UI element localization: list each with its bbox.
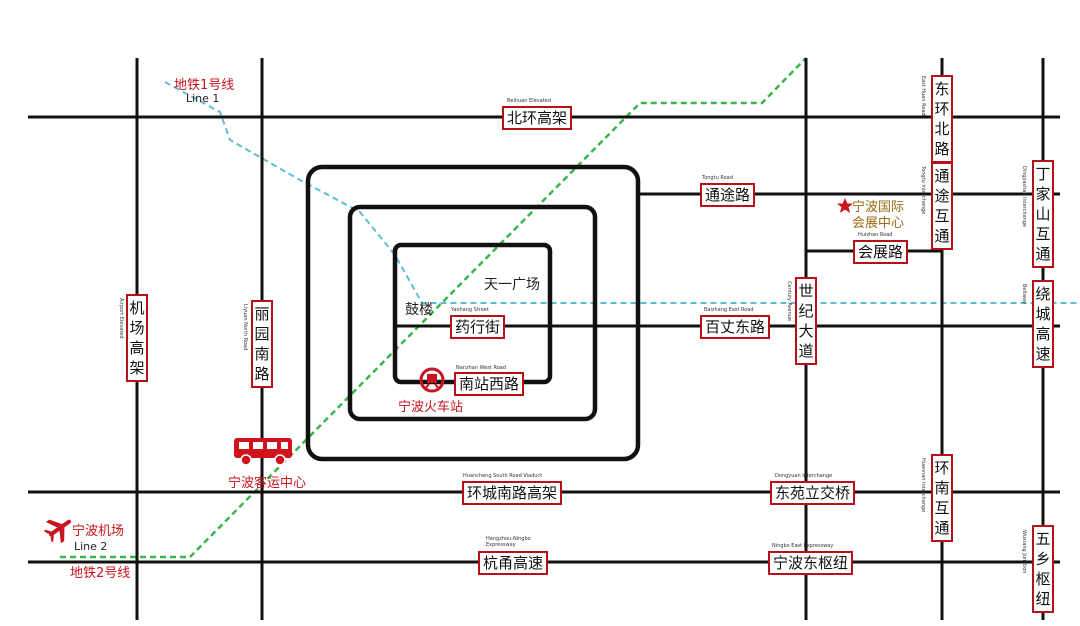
yaohang-en: Yaohang Street bbox=[451, 307, 489, 313]
ningbo-station-label: 宁波火车站 bbox=[398, 400, 464, 415]
metro-line-2-en: Line 2 bbox=[74, 540, 108, 553]
city-ring-roads bbox=[305, 164, 641, 462]
baizhang-label: 百丈东路 bbox=[700, 315, 771, 339]
huannan-ic-en: Huannan Interchange bbox=[920, 458, 926, 513]
beihuan-label: 北环高架 bbox=[502, 106, 573, 130]
baizhang-en: Baizhang East Road bbox=[704, 307, 754, 313]
tongtu-ic-label: 通途互通 bbox=[931, 162, 953, 250]
dongyuan-label: 东苑立交桥 bbox=[770, 481, 856, 505]
huancheng-south-en: Huancheng South Road Viaduct bbox=[463, 473, 543, 479]
ningbo-east-en: Ningbo East Expressway bbox=[772, 543, 834, 549]
star-icon bbox=[837, 198, 853, 213]
huancheng-south-label: 环城南路高架 bbox=[462, 481, 563, 505]
tongtu-en: Tongtu Road bbox=[702, 175, 733, 181]
liyuan-label: 丽园南路 bbox=[251, 300, 273, 388]
ningbo-east-label: 宁波东枢纽 bbox=[768, 551, 854, 575]
hangyong-en: Hangzhou-Ningbo Expressway bbox=[486, 536, 531, 548]
tianyi-square-label: 天一广场 bbox=[484, 277, 540, 293]
metro-line-2 bbox=[60, 57, 807, 559]
train-station-icon bbox=[419, 367, 445, 393]
wuxiang-en: Wuxiang Junction bbox=[1021, 530, 1027, 574]
airport-en: Airport Elevated bbox=[118, 298, 124, 339]
liyuan-en: Liyuan North Road bbox=[242, 304, 248, 351]
huizhan-label: 会展路 bbox=[853, 240, 909, 264]
gulou-label: 鼓楼 bbox=[405, 302, 433, 318]
metro-line-1-label: 地铁1号线 bbox=[174, 78, 235, 93]
century-label: 世纪大道 bbox=[795, 277, 817, 365]
huannan-ic-label: 环南互通 bbox=[931, 454, 953, 542]
metro-line-1-en: Line 1 bbox=[186, 92, 220, 105]
wuxiang-label: 五乡枢纽 bbox=[1032, 525, 1054, 613]
dongyuan-en: Dongyuan Interchange bbox=[775, 473, 833, 479]
donghuan-en: East Huan Road bbox=[920, 76, 926, 116]
hangyong-label: 杭甬高速 bbox=[478, 551, 549, 575]
tongtu-ic-en: Tongtu Interchange bbox=[920, 166, 926, 215]
ningbo-airport-label: 宁波机场 bbox=[72, 524, 125, 539]
ningbo-expo-center-label: 宁波国际会展中心 bbox=[852, 200, 905, 231]
donghuan-label: 东环北路 bbox=[931, 75, 953, 163]
tongtu-label: 通途路 bbox=[700, 183, 756, 207]
bus-icon bbox=[234, 438, 292, 466]
nanzhan-label: 南站西路 bbox=[454, 372, 525, 396]
raocheng-label: 绕城高速 bbox=[1032, 280, 1054, 368]
metro-line-1 bbox=[164, 81, 1080, 304]
dingjiashan-en: Dingjiashan Interchange bbox=[1021, 166, 1027, 228]
dingjiashan-label: 丁家山互通 bbox=[1032, 160, 1054, 268]
yaohang-label: 药行街 bbox=[450, 315, 506, 339]
raocheng-en: Beltway bbox=[1021, 284, 1027, 304]
airplane-icon bbox=[43, 519, 72, 544]
beihuan-en: Beihuan Elevated bbox=[507, 98, 551, 104]
huizhan-en: Huizhan Road bbox=[858, 232, 893, 238]
century-en: Century Avenue bbox=[786, 281, 792, 322]
nanzhan-en: Nanzhan West Road bbox=[456, 365, 507, 371]
metro-line-2-label: 地铁2号线 bbox=[70, 566, 131, 581]
airport-label: 机场高架 bbox=[126, 294, 148, 382]
ningbo-bus-center-label: 宁波客运中心 bbox=[228, 476, 307, 491]
